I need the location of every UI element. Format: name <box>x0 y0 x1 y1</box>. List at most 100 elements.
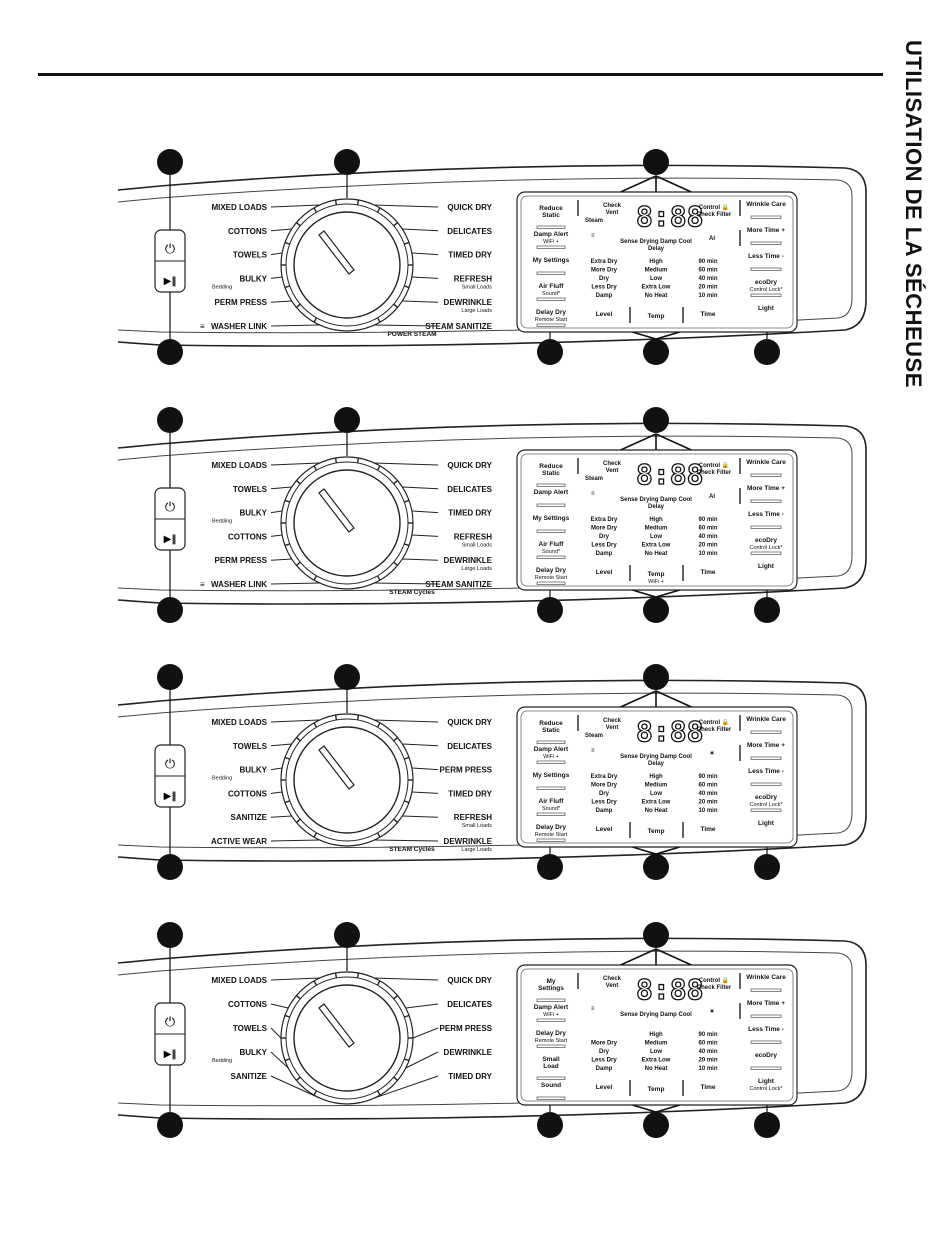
cycle-left-3[interactable]: TOWELS <box>233 251 268 260</box>
cycle-right-3[interactable]: TIMED DRY <box>448 251 492 260</box>
cycle-right-6[interactable]: STEAM SANITIZE <box>425 322 492 331</box>
option-col4-4[interactable]: ecoDry <box>755 794 777 801</box>
option-col4-2[interactable]: More Time + <box>747 485 785 492</box>
cycle-right-2[interactable]: DELICATES <box>447 742 492 751</box>
cycle-right-1[interactable]: QUICK DRY <box>447 203 492 212</box>
option-col4-5[interactable]: Light <box>758 305 775 312</box>
cycle-left-2[interactable]: TOWELS <box>233 485 268 494</box>
option-col1-bar-4[interactable] <box>536 297 566 301</box>
button-level[interactable]: Level <box>596 1084 613 1091</box>
option-col4-5[interactable]: Light <box>758 563 775 570</box>
option-col4-bar-1[interactable] <box>750 215 782 219</box>
cycle-right-2[interactable]: DELICATES <box>447 485 492 494</box>
start-pause-icon[interactable]: ▶‖ <box>164 791 177 802</box>
cycle-right-5[interactable]: TIMED DRY <box>448 1072 492 1081</box>
cycle-right-1[interactable]: QUICK DRY <box>447 461 492 470</box>
cycle-right-3[interactable]: TIMED DRY <box>448 509 492 518</box>
button-temp[interactable]: Temp <box>648 313 665 320</box>
option-col1-bar-3[interactable] <box>536 1044 566 1048</box>
option-col4-bar-1[interactable] <box>750 473 782 477</box>
option-col4-3[interactable]: Less Time - <box>748 253 784 260</box>
option-col1-bar-1[interactable] <box>536 225 566 229</box>
option-col4-4[interactable]: ecoDry <box>755 1052 777 1059</box>
option-col4-bar-4[interactable] <box>750 293 782 297</box>
option-col4-4[interactable]: ecoDry <box>755 537 777 544</box>
option-col4-bar-2[interactable] <box>750 499 782 503</box>
cycle-right-2[interactable]: DELICATES <box>447 1000 492 1009</box>
option-col4-bar-3[interactable] <box>750 1040 782 1044</box>
cycle-right-4[interactable]: REFRESH <box>454 274 492 283</box>
cycle-right-1[interactable]: QUICK DRY <box>447 976 492 985</box>
start-pause-icon[interactable]: ▶‖ <box>164 1049 177 1060</box>
option-col4-2[interactable]: More Time + <box>747 742 785 749</box>
option-col4-1[interactable]: Wrinkle Care <box>746 459 786 466</box>
option-col1-bar-5[interactable] <box>536 1096 566 1100</box>
cycle-right-2[interactable]: DELICATES <box>447 227 492 236</box>
option-col4-bar-3[interactable] <box>750 525 782 529</box>
cycle-right-6[interactable]: STEAM SANITIZE <box>425 580 492 589</box>
option-col1-bar-2[interactable] <box>536 503 566 507</box>
cycle-left-3[interactable]: TOWELS <box>233 1024 268 1033</box>
cycle-right-5[interactable]: DEWRINKLE <box>444 556 493 565</box>
cycle-left-6[interactable]: ACTIVE WEAR <box>211 837 267 846</box>
option-col4-bar-3[interactable] <box>750 267 782 271</box>
button-temp[interactable]: Temp <box>648 828 665 835</box>
option-col1-bar-1[interactable] <box>536 998 566 1002</box>
button-level[interactable]: Level <box>596 569 613 576</box>
option-col4-1[interactable]: Wrinkle Care <box>746 201 786 208</box>
option-col4-bar-2[interactable] <box>750 241 782 245</box>
option-col4-1[interactable]: Wrinkle Care <box>746 974 786 981</box>
button-time[interactable]: Time <box>700 1084 715 1091</box>
option-col1-bar-3[interactable] <box>536 271 566 275</box>
button-time[interactable]: Time <box>700 826 715 833</box>
cycle-left-5[interactable]: PERM PRESS <box>215 298 268 307</box>
power-icon[interactable]: ⏻ <box>165 500 175 515</box>
option-col4-bar-2[interactable] <box>750 756 782 760</box>
power-icon[interactable]: ⏻ <box>165 242 175 257</box>
cycle-left-1[interactable]: MIXED LOADS <box>211 461 267 470</box>
cycle-right-1[interactable]: QUICK DRY <box>447 718 492 727</box>
power-icon[interactable]: ⏻ <box>165 757 175 772</box>
option-col1-bar-5[interactable] <box>536 323 566 327</box>
cycle-left-4[interactable]: COTTONS <box>228 789 268 798</box>
option-col4-bar-1[interactable] <box>750 730 782 734</box>
cycle-right-3[interactable]: PERM PRESS <box>440 766 493 775</box>
button-temp[interactable]: Temp <box>648 571 665 578</box>
option-col1-bar-5[interactable] <box>536 581 566 585</box>
cycle-left-2[interactable]: COTTONS <box>228 1000 268 1009</box>
option-col1-bar-4[interactable] <box>536 555 566 559</box>
option-col4-bar-1[interactable] <box>750 988 782 992</box>
option-col4-3[interactable]: Less Time - <box>748 511 784 518</box>
cycle-left-2[interactable]: TOWELS <box>233 742 268 751</box>
cycle-left-6[interactable]: WASHER LINK <box>211 580 267 589</box>
cycle-left-5[interactable]: SANITIZE <box>231 813 268 822</box>
cycle-left-4[interactable]: BULKY <box>239 1048 267 1057</box>
option-col1-bar-4[interactable] <box>536 812 566 816</box>
cycle-right-4[interactable]: TIMED DRY <box>448 789 492 798</box>
button-time[interactable]: Time <box>700 311 715 318</box>
cycle-left-3[interactable]: BULKY <box>239 509 267 518</box>
cycle-right-4[interactable]: REFRESH <box>454 532 492 541</box>
option-col4-bar-3[interactable] <box>750 782 782 786</box>
option-col4-3[interactable]: Less Time - <box>748 1026 784 1033</box>
button-level[interactable]: Level <box>596 826 613 833</box>
cycle-left-5[interactable]: SANITIZE <box>231 1072 268 1081</box>
button-temp[interactable]: Temp <box>648 1086 665 1093</box>
button-time[interactable]: Time <box>700 569 715 576</box>
cycle-right-5[interactable]: DEWRINKLE <box>444 298 493 307</box>
cycle-left-5[interactable]: PERM PRESS <box>215 556 268 565</box>
option-col1-bar-2[interactable] <box>536 760 566 764</box>
cycle-left-4[interactable]: COTTONS <box>228 532 268 541</box>
option-col4-bar-2[interactable] <box>750 1014 782 1018</box>
start-pause-icon[interactable]: ▶‖ <box>164 276 177 287</box>
option-col4-bar-4[interactable] <box>750 1066 782 1070</box>
option-col1-bar-1[interactable] <box>536 483 566 487</box>
option-col4-2[interactable]: More Time + <box>747 1000 785 1007</box>
cycle-right-5[interactable]: REFRESH <box>454 813 492 822</box>
cycle-left-6[interactable]: WASHER LINK <box>211 322 267 331</box>
option-col4-5[interactable]: Light <box>758 820 775 827</box>
start-pause-icon[interactable]: ▶‖ <box>164 534 177 545</box>
option-col4-bar-4[interactable] <box>750 551 782 555</box>
cycle-left-1[interactable]: MIXED LOADS <box>211 976 267 985</box>
option-col1-bar-5[interactable] <box>536 838 566 842</box>
